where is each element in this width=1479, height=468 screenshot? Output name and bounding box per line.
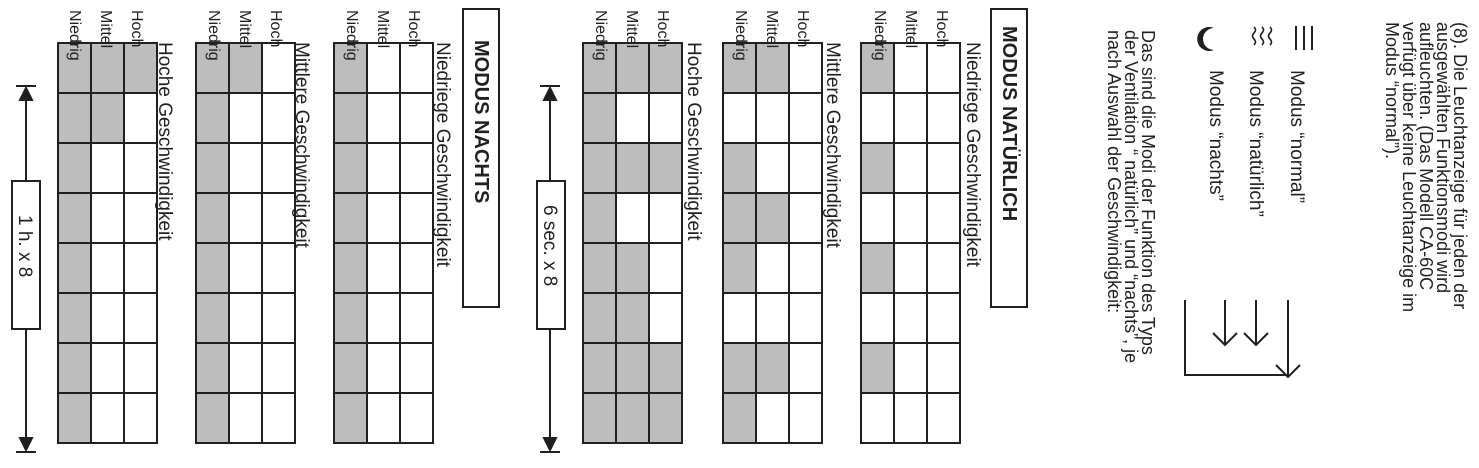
indicator-cell <box>860 42 895 94</box>
indicator-cell <box>615 242 650 294</box>
indicator-cell <box>195 242 230 294</box>
indicator-cell <box>195 192 230 244</box>
night-medium-speed-grid <box>195 42 296 444</box>
indicator-cell <box>722 242 757 294</box>
night-high-speed-grid <box>57 42 158 444</box>
indicator-cell <box>722 342 757 394</box>
natural-medium-speed-grid <box>722 42 823 444</box>
indicator-cell <box>722 142 757 194</box>
indicator-cell <box>860 242 895 294</box>
indicator-cell <box>582 242 617 294</box>
indicator-cell <box>582 42 617 94</box>
indicator-cell <box>195 92 230 144</box>
moon-icon <box>1197 27 1214 51</box>
indicator-cell <box>57 292 92 344</box>
natural-mode-title-box <box>990 8 1028 308</box>
indicator-cell <box>582 292 617 344</box>
indicator-cell <box>722 392 757 444</box>
indicator-cell <box>333 142 368 194</box>
cycle-arrows <box>1184 300 1301 379</box>
natural-duration-box <box>536 180 566 330</box>
night-duration-label: 1 h. x 8 <box>14 215 35 278</box>
wavy-lines-icon <box>1251 26 1273 46</box>
night-low-speed-grid <box>333 42 434 444</box>
night-duration-box <box>11 180 41 330</box>
indicator-cell <box>333 292 368 344</box>
night-mode-title-box <box>462 8 500 308</box>
natural-low-speed-grid <box>860 42 961 444</box>
indicator-cell <box>333 342 368 394</box>
indicator-cell <box>582 392 617 444</box>
natural-high-speed-grid <box>582 42 683 444</box>
indicator-cell <box>195 392 230 444</box>
indicator-cell <box>860 392 895 444</box>
indicator-cell <box>333 392 368 444</box>
indicator-cell <box>860 142 895 194</box>
indicator-cell <box>57 342 92 394</box>
indicator-cell <box>57 192 92 244</box>
indicator-cell <box>582 192 617 244</box>
indicator-cell <box>57 392 92 444</box>
indicator-cell <box>195 342 230 394</box>
indicator-cell <box>615 392 650 444</box>
indicator-cell <box>582 142 617 194</box>
triple-bar-icon <box>1295 26 1313 50</box>
